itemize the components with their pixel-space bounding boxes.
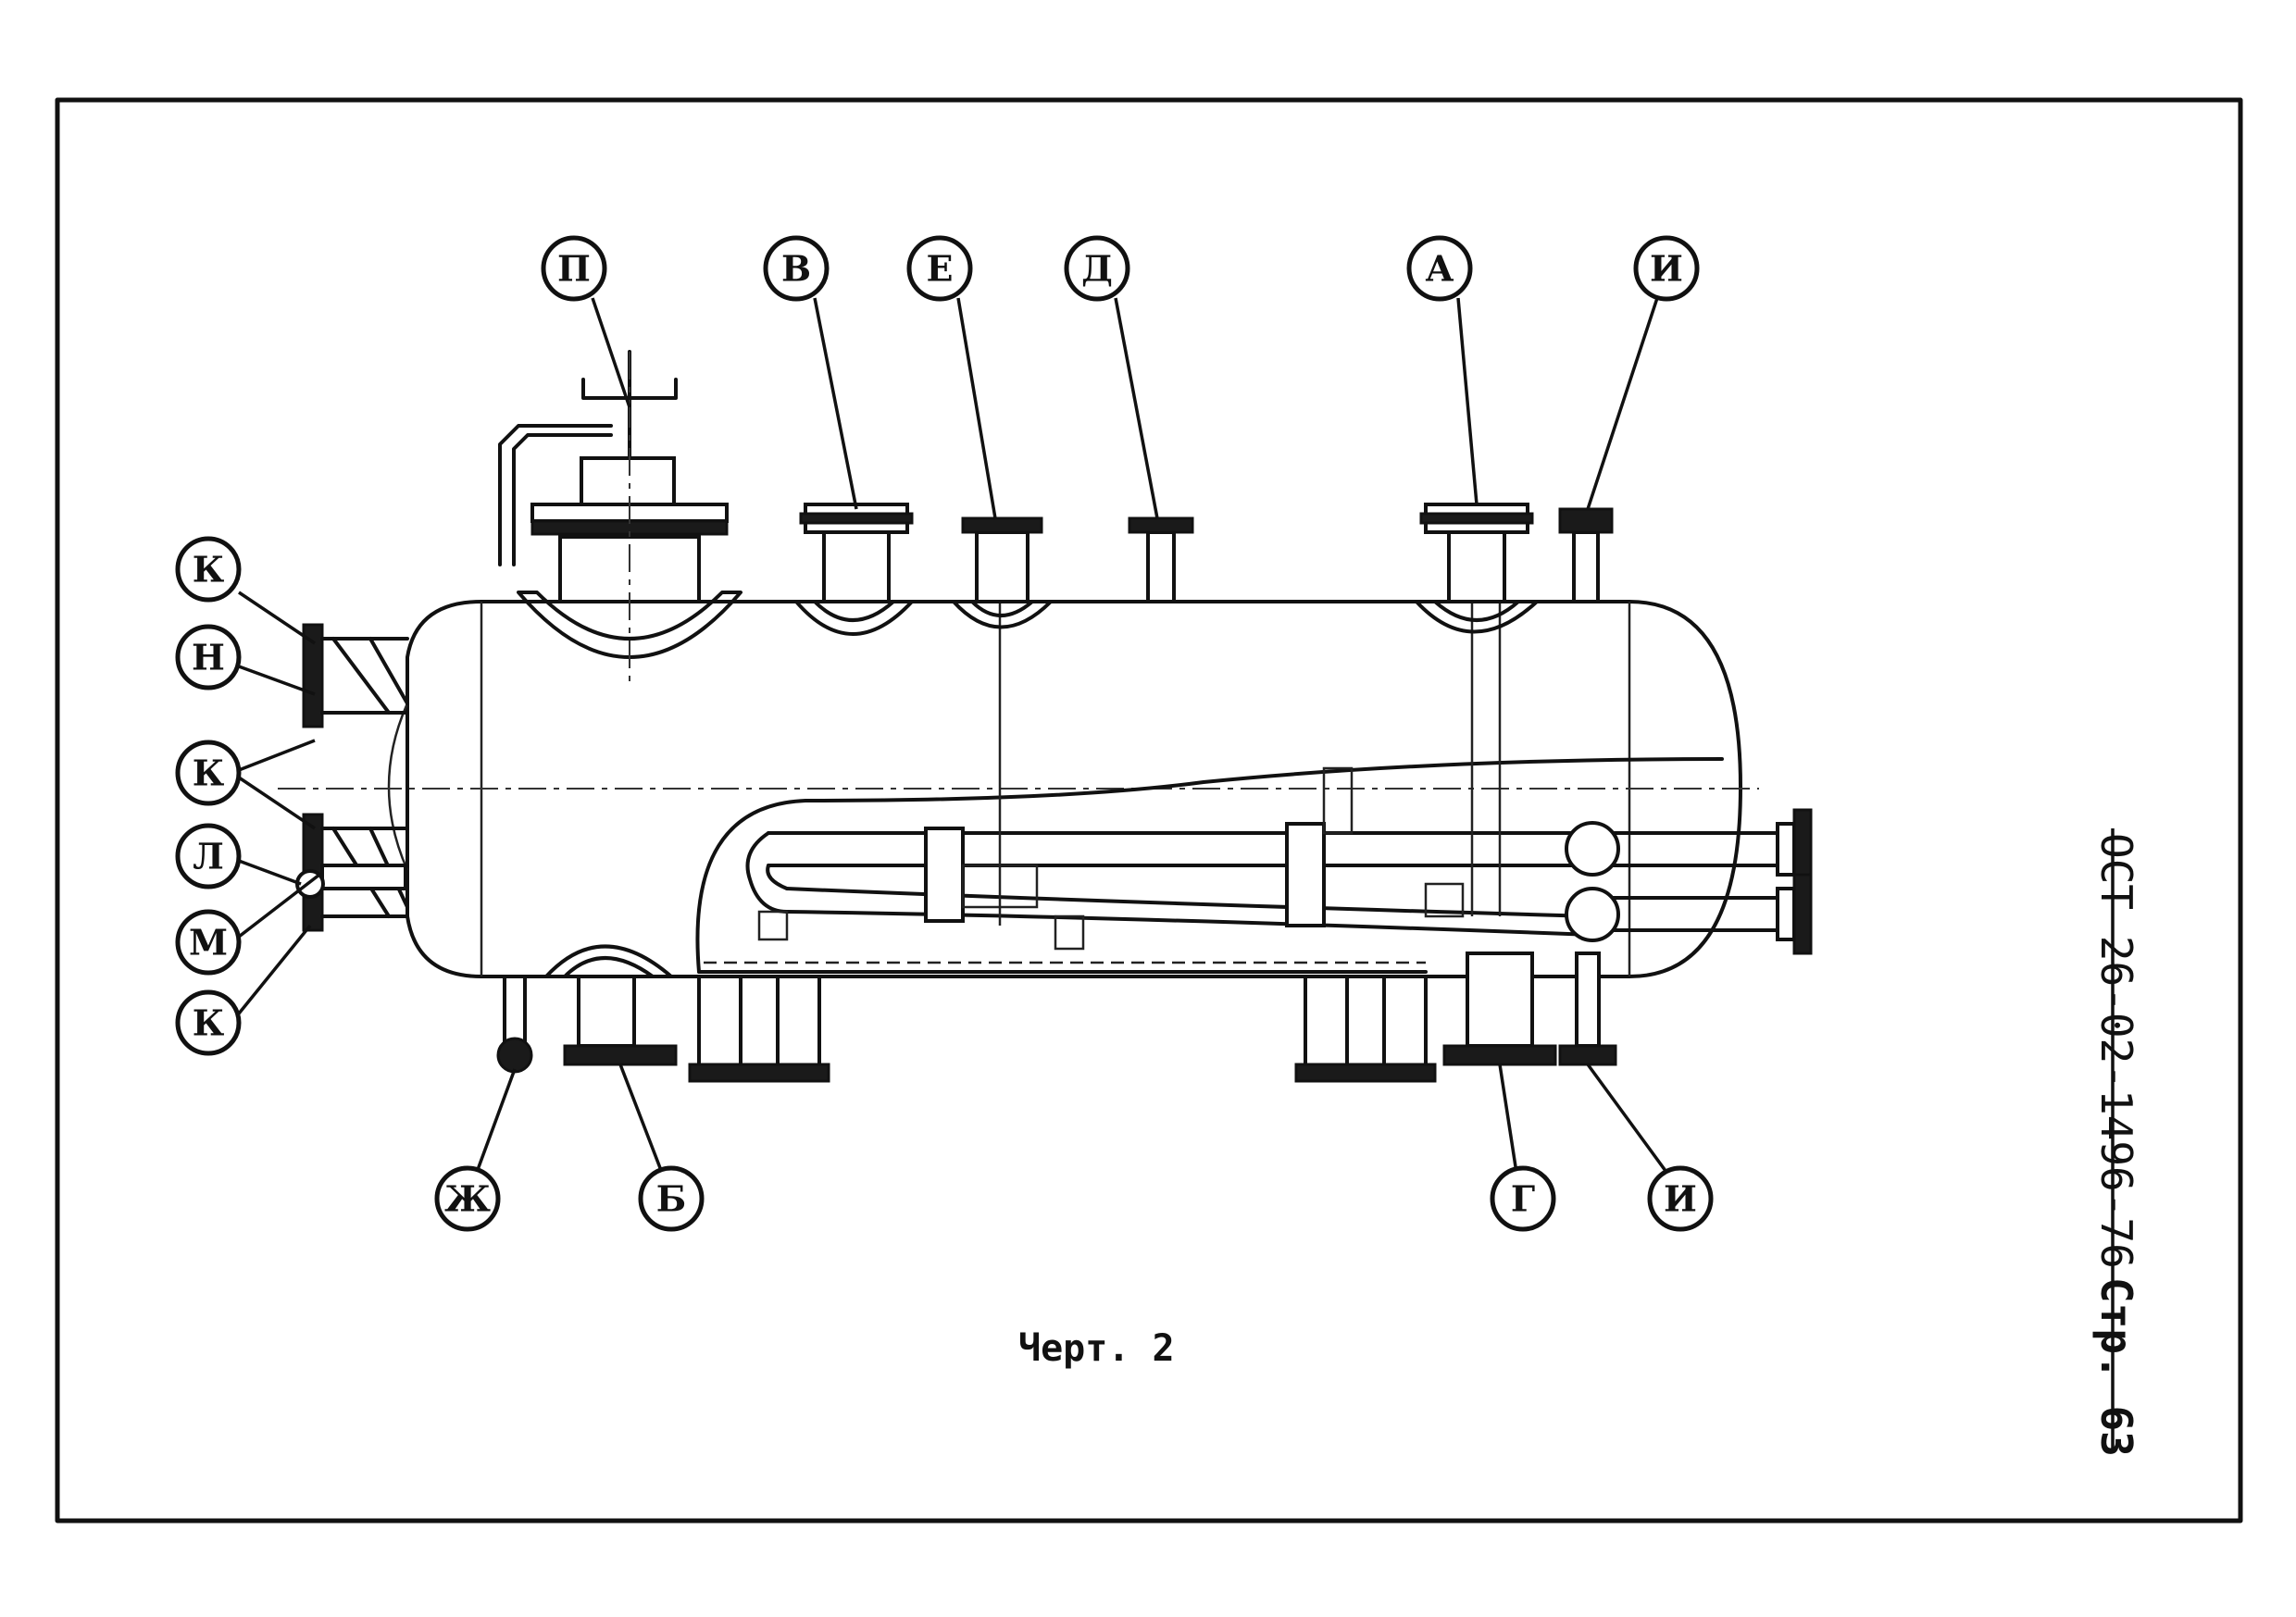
figure-caption: Черт. 2 [1018, 1327, 1175, 1370]
svg-text:К: К [193, 549, 225, 591]
callout-k-1: К [175, 536, 242, 603]
callout-k-2: К [175, 740, 242, 806]
svg-text:Ж: Ж [444, 1178, 491, 1220]
callout-b: Б [638, 1165, 705, 1232]
callout-i-bottom: И [1647, 1165, 1714, 1232]
support-right [1294, 975, 1437, 1083]
nozzle-e [952, 516, 1053, 629]
nozzle-i-top [1558, 507, 1614, 603]
callout-m: М [175, 909, 242, 976]
nozzle-d [1128, 516, 1194, 603]
svg-text:А: А [1426, 248, 1454, 290]
nozzle-a [1415, 503, 1539, 634]
callout-g: Г [1490, 1165, 1556, 1232]
svg-text:Б: Б [656, 1178, 686, 1220]
svg-text:Н: Н [192, 637, 225, 678]
callout-e: Е [906, 235, 973, 302]
nozzle-g [1442, 952, 1557, 1066]
svg-text:М: М [189, 922, 228, 964]
svg-text:П: П [557, 248, 591, 290]
svg-text:Л: Л [193, 836, 224, 877]
nozzle-i-bottom [1558, 952, 1617, 1066]
vessel-shell [278, 600, 1759, 978]
callout-d: Д [1064, 235, 1130, 302]
svg-text:Г: Г [1511, 1178, 1535, 1220]
callout-n: Н [175, 624, 242, 690]
svg-text:И: И [1650, 248, 1683, 290]
svg-text:В: В [781, 248, 811, 290]
nozzle-v [794, 503, 914, 636]
drawing-frame [55, 97, 2243, 1524]
svg-text:И: И [1664, 1178, 1697, 1220]
nozzle-b [544, 944, 678, 1066]
callout-p: П [541, 235, 607, 302]
inner-chamber [695, 602, 1724, 974]
svg-text:Е: Е [927, 248, 954, 290]
support-left [688, 975, 830, 1083]
document-designation: ОСТ 26-02-1496-76 [2091, 833, 2141, 1269]
callout-i-top: И [1633, 235, 1700, 302]
nozzle-zh [496, 975, 533, 1074]
left-fittings [295, 623, 409, 932]
svg-text:Д: Д [1081, 248, 1113, 290]
callout-v: В [763, 235, 830, 302]
side-stamp: ОСТ 26-02-1496-76 Стр. 63 [2091, 833, 2141, 1457]
callout-a: А [1406, 235, 1473, 302]
svg-text:К: К [193, 1002, 225, 1044]
svg-text:К: К [193, 753, 225, 794]
leader-lines [237, 297, 1678, 1187]
nozzle-p [498, 350, 742, 685]
callout-k-3: К [175, 989, 242, 1056]
callout-zh: Ж [434, 1165, 501, 1232]
tube-outlets [1565, 808, 1813, 955]
callout-l: Л [175, 823, 242, 889]
page-number: Стр. 63 [2091, 1277, 2141, 1457]
